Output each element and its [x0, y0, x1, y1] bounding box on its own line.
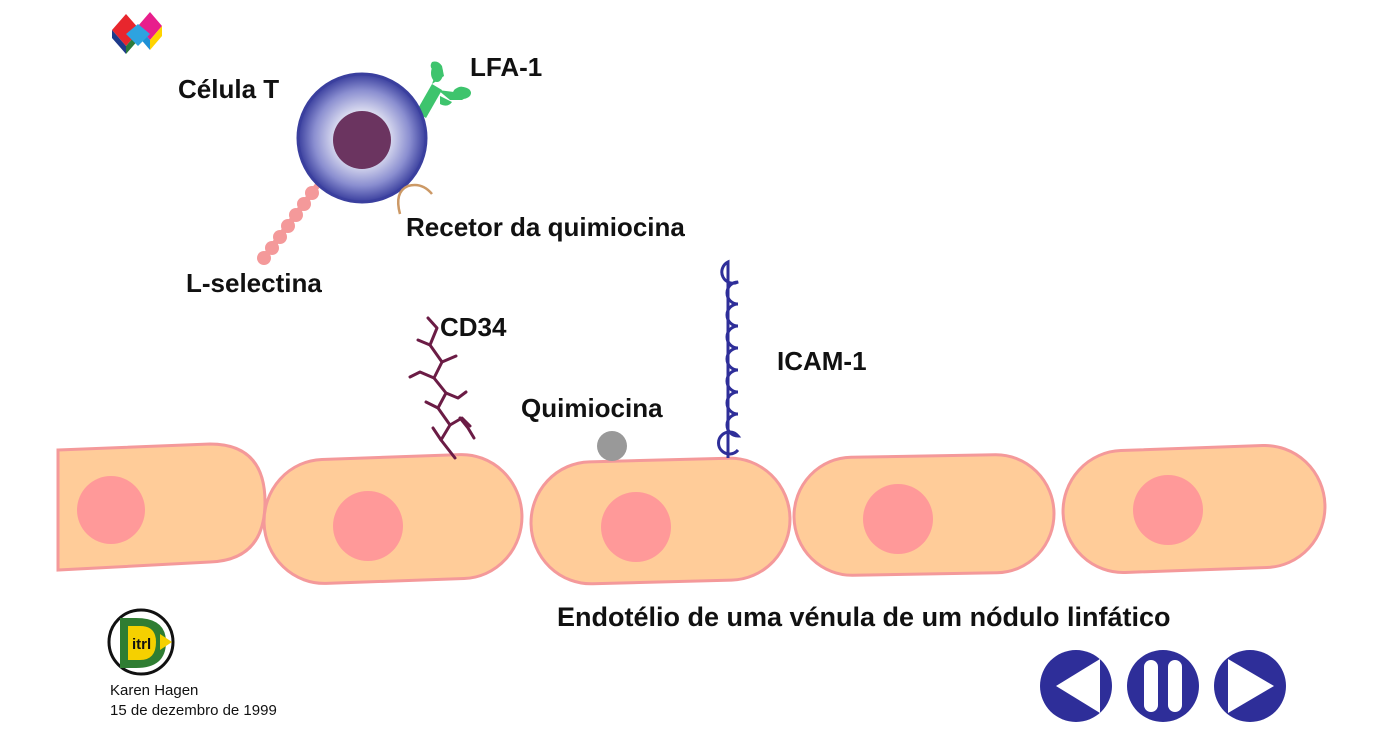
chemokine-receptor-label: Recetor da quimiocina — [406, 212, 685, 242]
cd34-label: CD34 — [440, 312, 507, 342]
t-cell-label: Célula T — [178, 74, 279, 104]
date-credit: 15 de dezembro de 1999 — [110, 702, 277, 719]
pause-icon — [1144, 660, 1182, 712]
icam1-label: ICAM-1 — [777, 346, 867, 376]
endothelial-nucleus — [77, 476, 145, 544]
endothelium-caption: Endotélio de uma vénula de um nódulo lin… — [557, 602, 1171, 632]
icam1-molecule — [717, 259, 742, 458]
endothelial-nucleus — [601, 492, 671, 562]
l-selectin-label: L-selectina — [186, 268, 322, 298]
previous-icon — [1056, 659, 1100, 713]
endothelial-nucleus — [863, 484, 933, 554]
author-credit: Karen Hagen — [110, 682, 199, 699]
logo-cubes-icon — [112, 12, 162, 54]
next-button[interactable] — [1214, 650, 1286, 722]
previous-button[interactable] — [1040, 650, 1112, 722]
next-icon — [1228, 659, 1274, 713]
pause-button[interactable] — [1127, 650, 1199, 722]
chemokine-receptor-molecule — [397, 183, 433, 215]
ditrl-logo-text: itrl — [132, 636, 151, 653]
endothelial-nucleus — [333, 491, 403, 561]
endothelium — [56, 442, 1327, 586]
chemokine-particle — [597, 431, 627, 461]
t-cell-nucleus — [333, 111, 391, 169]
cd34-molecule — [408, 316, 476, 460]
lfa1-molecule — [416, 61, 471, 118]
ditrl-logo-icon: itrl — [107, 608, 175, 676]
chemokine-label: Quimiocina — [521, 393, 663, 423]
l-selectin-molecule — [257, 179, 323, 265]
endothelial-nucleus — [1133, 475, 1203, 545]
t-cell — [296, 72, 428, 204]
lfa1-label: LFA-1 — [470, 52, 542, 82]
